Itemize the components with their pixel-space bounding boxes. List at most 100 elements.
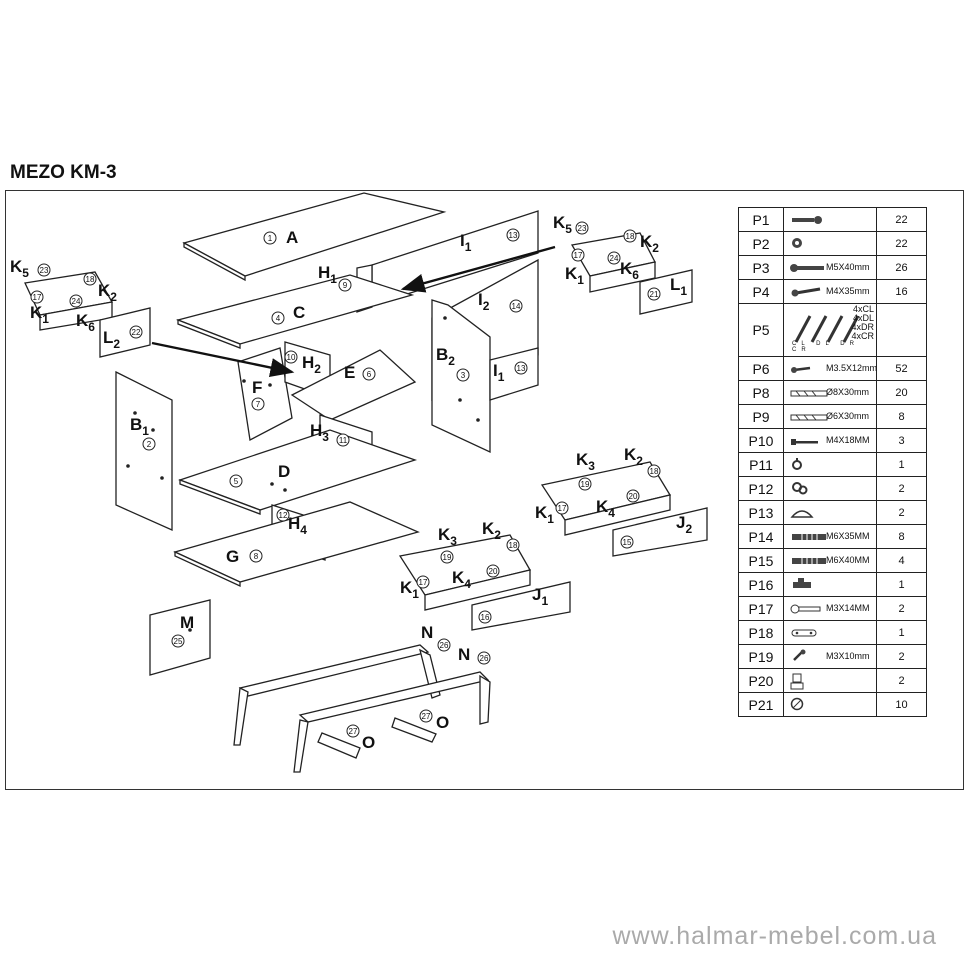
- parts-row: P14 M6X35MM 8: [738, 524, 927, 549]
- callout-16: 16: [478, 610, 492, 624]
- part-picture: Ø8X30mm: [783, 380, 877, 405]
- label-k5-left: K5: [10, 257, 29, 280]
- label-k1-lower: K1: [400, 578, 419, 601]
- part-picture: [783, 476, 877, 501]
- drawer-slide-screws-icon: [790, 308, 870, 353]
- part-quantity: 4: [876, 548, 927, 573]
- svg-text:1: 1: [268, 234, 273, 243]
- part-quantity: 2: [876, 500, 927, 525]
- part-code: P20: [738, 668, 784, 693]
- callout-24b: 24: [607, 251, 621, 265]
- website-watermark: www.halmar-mebel.com.ua: [612, 922, 937, 950]
- callout-12: 12: [276, 508, 290, 522]
- part-code: P1: [738, 207, 784, 232]
- svg-text:2: 2: [147, 440, 152, 449]
- callout-21: 21: [647, 287, 661, 301]
- svg-text:5: 5: [234, 477, 239, 486]
- callout-18d: 18: [506, 538, 520, 552]
- part-code: P4: [738, 279, 784, 304]
- svg-text:14: 14: [512, 302, 521, 311]
- callout-17b: 17: [571, 248, 585, 262]
- svg-text:24: 24: [72, 297, 81, 306]
- callout-10: 10: [284, 350, 298, 364]
- strap-icon: [790, 625, 818, 643]
- label-d: D: [278, 462, 290, 481]
- callout-14: 14: [509, 299, 523, 313]
- label-i1b: I1: [493, 361, 505, 384]
- part-code: P3: [738, 255, 784, 280]
- part-picture: [783, 500, 877, 525]
- callout-19a: 19: [578, 477, 592, 491]
- label-m: M: [180, 613, 194, 632]
- callout-23a: 23: [37, 263, 51, 277]
- part-picture: [783, 668, 877, 693]
- label-k3-upper: K3: [576, 450, 595, 473]
- label-o2: O: [436, 713, 449, 732]
- bolt-icon: [790, 433, 822, 451]
- svg-text:18: 18: [86, 275, 95, 284]
- label-a: A: [286, 228, 298, 247]
- part-quantity: 8: [876, 524, 927, 549]
- part-quantity: 2: [876, 476, 927, 501]
- callout-6: 6: [362, 367, 376, 381]
- part-spec: Ø6X30mm: [826, 411, 870, 421]
- part-quantity: 1: [876, 620, 927, 645]
- wood-screw-icon: [790, 284, 830, 302]
- part-picture: [783, 692, 877, 717]
- part-picture: M6X35MM: [783, 524, 877, 549]
- part-quantity: 10: [876, 692, 927, 717]
- label-h1: H1: [318, 263, 337, 286]
- label-f: F: [252, 378, 262, 397]
- small-screw-icon: [790, 361, 814, 379]
- label-i2: I2: [478, 290, 490, 313]
- label-k4-lower: K4: [452, 568, 471, 591]
- label-k5-right: K5: [553, 213, 572, 236]
- part-spec: M6X35MM: [826, 531, 870, 541]
- label-k6-left: K6: [76, 311, 95, 334]
- part-code: P13: [738, 500, 784, 525]
- part-code: P15: [738, 548, 784, 573]
- svg-text:27: 27: [422, 712, 431, 721]
- parts-row: P18 1: [738, 620, 927, 645]
- part-spec: M4X18MM: [826, 435, 870, 445]
- svg-text:20: 20: [629, 492, 638, 501]
- part-spec: M6X40MM: [826, 555, 870, 565]
- part-code: P14: [738, 524, 784, 549]
- svg-text:13: 13: [509, 231, 518, 240]
- part-spec: M4X35mm: [826, 286, 870, 296]
- svg-text:3: 3: [461, 371, 466, 380]
- callout-26a: 26: [437, 638, 451, 652]
- part-picture: M4X35mm: [783, 279, 877, 304]
- wood-dowel-icon: [790, 409, 830, 427]
- callout-5: 5: [229, 474, 243, 488]
- callout-17c: 17: [555, 501, 569, 515]
- part-spec: M3X14MM: [826, 603, 870, 613]
- svg-text:18: 18: [650, 467, 659, 476]
- part-picture: M6X40MM: [783, 548, 877, 573]
- panel-d: [178, 429, 418, 511]
- part-code: P18: [738, 620, 784, 645]
- nut-washer-icon: [790, 481, 810, 500]
- label-e: E: [344, 363, 355, 382]
- svg-text:9: 9: [343, 281, 348, 290]
- long-bolt-icon: [790, 553, 830, 571]
- callout-17a: 17: [30, 290, 44, 304]
- parts-row: P13 2: [738, 500, 927, 525]
- svg-text:25: 25: [174, 637, 183, 646]
- callout-13b: 13: [514, 361, 528, 375]
- label-k6-right: K6: [620, 259, 639, 282]
- svg-text:7: 7: [256, 400, 261, 409]
- part-code: P21: [738, 692, 784, 717]
- rail-o-left: [317, 732, 361, 759]
- part-quantity: 8: [876, 404, 927, 429]
- label-b1: B1: [130, 415, 149, 438]
- callout-11: 11: [336, 433, 350, 447]
- part-quantity: 2: [876, 668, 927, 693]
- part-code: P8: [738, 380, 784, 405]
- label-j1: J1: [532, 585, 548, 608]
- svg-text:8: 8: [254, 552, 259, 561]
